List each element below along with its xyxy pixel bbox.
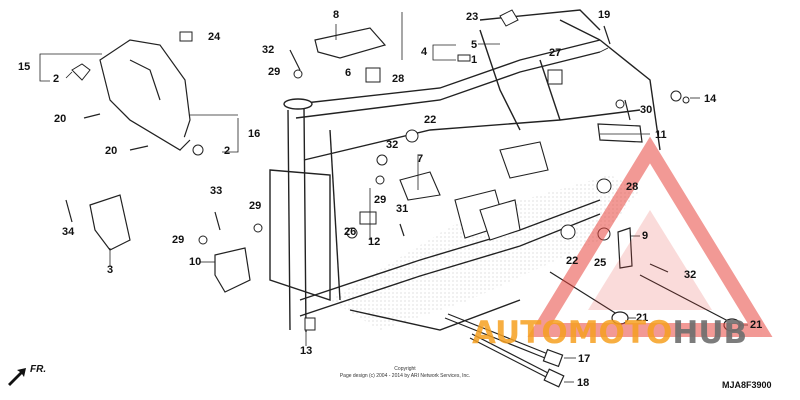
callout-8: 8: [333, 9, 340, 21]
long-bolts: [444, 271, 741, 388]
small-bolts: [65, 25, 669, 273]
callout-29: 29: [172, 234, 185, 246]
callout-26: 26: [344, 226, 357, 238]
callout-9: 9: [642, 230, 649, 242]
callout-10: 10: [189, 256, 202, 268]
callout-23: 23: [466, 11, 479, 23]
copyright-notice: Copyright Page design (c) 2004 - 2014 by…: [300, 366, 510, 380]
front-label: FR.: [30, 364, 47, 375]
main-frame: [269, 9, 661, 333]
callout-24: 24: [208, 31, 221, 43]
callout-33: 33: [210, 185, 223, 197]
callout-21: 21: [750, 319, 763, 331]
callout-6: 6: [345, 67, 352, 79]
callout-20: 20: [54, 113, 67, 125]
callout-25: 25: [594, 257, 607, 269]
bracket-3: [89, 194, 131, 251]
bracket-11: [597, 123, 643, 143]
callout-29: 29: [374, 194, 387, 206]
callout-2: 2: [224, 145, 231, 157]
engine-mounts: [399, 141, 549, 241]
callout-22: 22: [566, 255, 579, 267]
callout-32: 32: [684, 269, 697, 281]
callout-13: 13: [300, 345, 313, 357]
small-parts: [71, 9, 690, 331]
callout-31: 31: [396, 203, 409, 215]
watermark-triangle: [527, 136, 773, 337]
callout-19: 19: [598, 9, 611, 21]
side-cover: [99, 39, 191, 151]
callout-17: 17: [578, 353, 591, 365]
callout-4: 4: [421, 46, 428, 58]
bracket-9: [617, 227, 633, 269]
watermark-text-b: HUB: [672, 315, 748, 351]
callout-2: 2: [53, 73, 60, 85]
watermark-text-a: AUTOMOTO: [472, 315, 673, 351]
callout-16: 16: [248, 128, 261, 140]
callout-5: 5: [471, 39, 478, 51]
callout-3: 3: [107, 264, 114, 276]
callout-29: 29: [268, 66, 281, 78]
callout-18: 18: [577, 377, 590, 389]
copyright-text: Page design (c) 2004 - 2014 by ARI Netwo…: [339, 373, 471, 379]
leader-lines: [39, 12, 748, 383]
copyright-title: Copyright: [394, 366, 416, 372]
callout-27: 27: [549, 47, 562, 59]
callout-32: 32: [386, 139, 399, 151]
callout-11: 11: [655, 129, 667, 141]
diagram-code: MJA8F3900: [722, 380, 772, 390]
callout-20: 20: [105, 145, 118, 157]
callout-29: 29: [249, 200, 262, 212]
callout-30: 30: [640, 104, 653, 116]
callout-28: 28: [392, 73, 405, 85]
head-tube-top: [283, 98, 313, 110]
watermark-logo: AUTOMOTOHUB: [472, 318, 747, 349]
callout-7: 7: [417, 153, 424, 165]
bracket-8: [314, 27, 387, 59]
bracket-10: [214, 247, 251, 293]
callout-34: 34: [62, 226, 75, 238]
callout-21: 21: [636, 312, 649, 324]
callout-14: 14: [704, 93, 717, 105]
callout-22: 22: [424, 114, 437, 126]
callout-32: 32: [262, 44, 275, 56]
front-arrow-icon: [8, 368, 26, 386]
callout-15: 15: [18, 61, 31, 73]
callout-1: 1: [471, 54, 478, 66]
callout-28: 28: [626, 181, 639, 193]
callout-12: 12: [368, 236, 381, 248]
